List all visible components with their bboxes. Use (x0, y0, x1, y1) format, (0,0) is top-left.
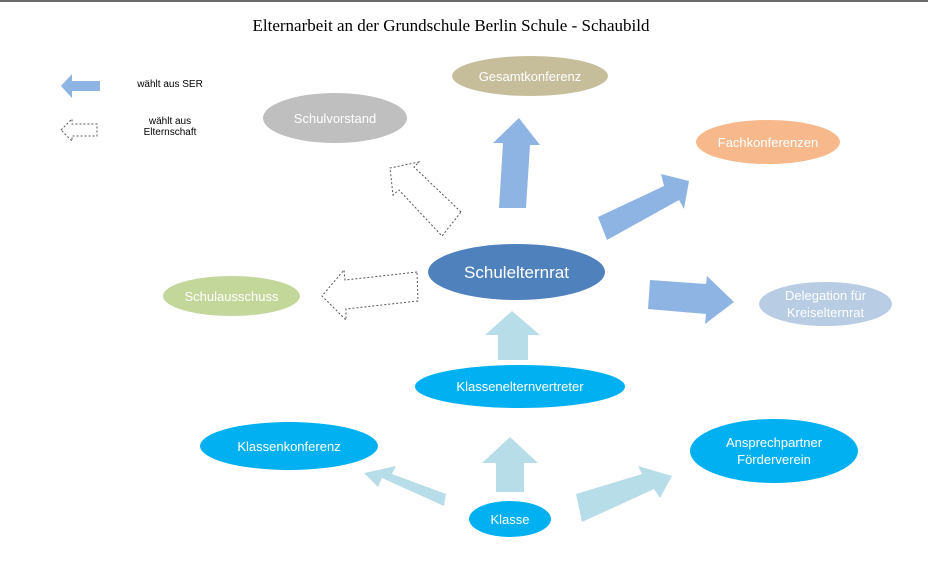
top-border (0, 0, 928, 2)
node-delegation: Delegation für Kreiselternrat (759, 282, 892, 326)
arrow-to-gesamtkonferenz (493, 118, 540, 208)
legend-filled-arrow (61, 74, 100, 98)
arrow-to-ansprechpartner (576, 466, 672, 522)
legend-outline-label-line1: wählt aus (148, 116, 192, 127)
arrow-to-klassenelternvertreter (482, 437, 538, 492)
node-ansprechpartner-line1: Ansprechpartner (725, 435, 823, 450)
legend-outline-label-line2: Elternschaft (143, 127, 197, 138)
node-gesamtkonferenz: Gesamtkonferenz (452, 56, 608, 96)
arrow-to-klassenkonferenz (364, 466, 446, 506)
arrow-to-fachkonferenzen (598, 174, 689, 240)
legend-outline-label: wählt aus Elternschaft (125, 116, 215, 138)
node-schulvorstand: Schulvorstand (263, 93, 407, 143)
diagram-title: Elternarbeit an der Grundschule Berlin S… (252, 16, 650, 35)
node-klasse: Klasse (469, 501, 551, 537)
legend-outline-arrow (60, 117, 98, 143)
legend-filled-label: wählt aus SER (137, 79, 203, 90)
node-ansprechpartner: Ansprechpartner Förderverein (690, 419, 858, 483)
node-klassenkonferenz: Klassenkonferenz (200, 422, 378, 470)
arrow-to-delegation (648, 276, 734, 324)
node-klassenelternvertreter: Klassenelternvertreter (415, 365, 625, 408)
node-delegation-line1: Delegation für (785, 288, 866, 303)
arrow-to-schulelternrat (485, 311, 540, 360)
node-delegation-line2: Kreiselternrat (786, 305, 865, 320)
arrow-to-schulausschuss (321, 268, 419, 322)
node-ansprechpartner-line2: Förderverein (737, 452, 811, 467)
node-schulausschuss: Schulausschuss (163, 276, 300, 316)
arrow-to-schulvorstand (389, 161, 462, 237)
node-fachkonferenzen: Fachkonferenzen (696, 120, 840, 164)
node-schulelternrat: Schulelternrat (428, 244, 605, 300)
